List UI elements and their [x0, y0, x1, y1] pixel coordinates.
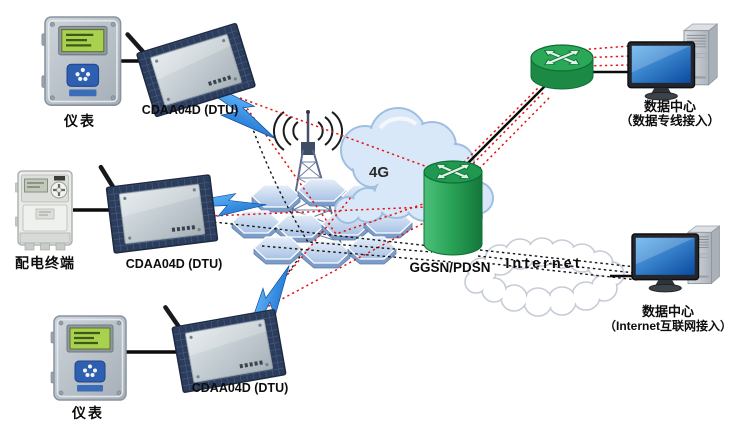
- distribution-terminal-device: [14, 169, 74, 252]
- label-dtu-bottom: CDAA04D (DTU): [191, 381, 289, 395]
- dtu-module-2: [101, 154, 218, 253]
- label-dtu-top: CDAA04D (DTU): [141, 103, 239, 117]
- label-data-center-2: 数据中心 （Internet互联网接入）: [586, 304, 750, 334]
- internet-cloud: [464, 237, 625, 317]
- data-center-computer-1: [627, 23, 718, 101]
- data-center-2-title: 数据中心: [641, 304, 694, 319]
- data-center-computer-2: [631, 225, 720, 293]
- cable-ggsn-router: [460, 84, 547, 171]
- router: [530, 44, 594, 90]
- label-internet: Internet: [505, 256, 583, 272]
- radio-waves-icon: [272, 111, 344, 151]
- ggsn-pdsn-gateway: [423, 160, 483, 256]
- label-data-center-1: 数据中心 （数据专线接入）: [590, 99, 750, 129]
- red-wireless-path: [209, 45, 631, 315]
- data-center-2-subtitle: （Internet互联网接入）: [603, 319, 732, 333]
- label-dtu-middle: CDAA04D (DTU): [125, 257, 223, 271]
- data-center-1-subtitle: （数据专线接入）: [619, 114, 720, 128]
- label-meter-top: 仪表: [64, 113, 96, 129]
- monitor-icon: [627, 41, 696, 101]
- meter-device-bottom: [49, 314, 128, 402]
- label-4g-cloud: 4G: [368, 164, 389, 181]
- label-ggsn-pdsn: GGSN/PDSN: [409, 260, 491, 275]
- label-distribution-terminal: 配电终端: [15, 255, 75, 271]
- label-meter-bottom: 仪表: [72, 405, 104, 421]
- data-center-1-title: 数据中心: [643, 99, 696, 114]
- meter-device-top: [40, 15, 122, 107]
